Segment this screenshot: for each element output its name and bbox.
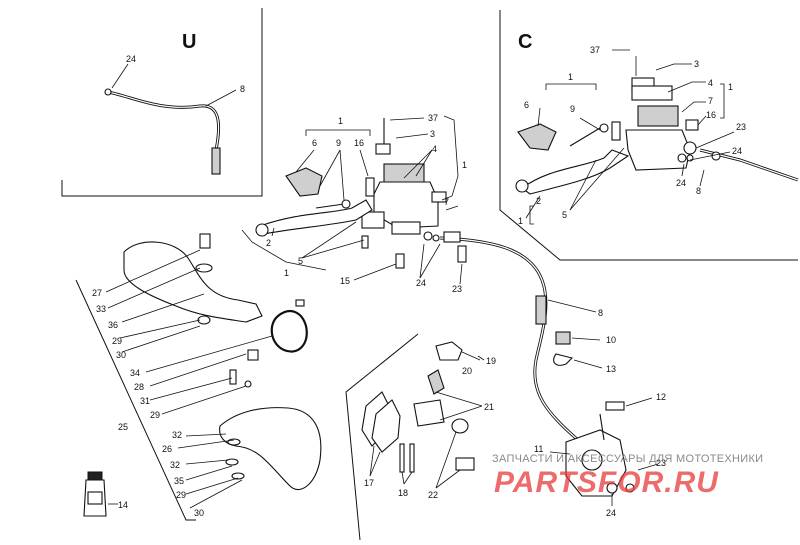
callout-17: 17 — [364, 478, 374, 488]
section-c-title: C — [518, 31, 532, 53]
callout-24: 24 — [416, 278, 426, 288]
lever-bracket-icon — [517, 123, 557, 151]
section-c-panel: C — [499, 10, 799, 261]
watermark: ЗАПЧАСТИ И АКСЕССУАРЫ ДЛЯ МОТОТЕХНИКИ PA… — [492, 453, 763, 499]
callout-2: 2 — [266, 238, 271, 248]
callout-1: 1 — [462, 160, 467, 170]
brake-pad-kit: 19 20 21 17 18 22 — [345, 333, 496, 541]
lever-bracket-icon — [285, 167, 323, 197]
callout-20: 20 — [462, 366, 472, 376]
callout-37: 37 — [590, 45, 600, 55]
main-lever-assembly: 1 37 3 6 9 16 4 1 7 2 5 1 15 — [241, 113, 467, 286]
section-u-title: U — [182, 31, 196, 53]
brake-hose-assembly: 24 23 8 — [416, 231, 603, 442]
callout-5: 5 — [298, 256, 303, 266]
callout-24: 24 — [732, 146, 742, 156]
callout-23: 23 — [656, 458, 666, 468]
callout-14: 14 — [118, 500, 128, 510]
callout-16: 16 — [706, 110, 716, 120]
nut-icon — [555, 331, 571, 345]
callout-6: 6 — [524, 100, 529, 110]
callout-19: 19 — [486, 356, 496, 366]
callout-32: 32 — [170, 460, 180, 470]
callout-24: 24 — [676, 178, 686, 188]
callout-25: 25 — [118, 422, 128, 432]
callout-8: 8 — [696, 186, 701, 196]
callout-4: 4 — [432, 144, 437, 154]
caliper-assembly: 10 13 12 11 23 24 — [534, 331, 666, 518]
callout-32: 32 — [172, 430, 182, 440]
callout-8: 8 — [598, 308, 603, 318]
hand-guard-assembly: 27 33 36 29 30 34 28 31 29 32 26 32 35 2… — [75, 233, 322, 521]
callout-22: 22 — [428, 490, 438, 500]
watermark-tagline: ЗАПЧАСТИ И АКСЕССУАРЫ ДЛЯ МОТОТЕХНИКИ — [492, 453, 763, 465]
callout-1: 1 — [284, 268, 289, 278]
callout-30: 30 — [194, 508, 204, 518]
callout-29: 29 — [112, 336, 122, 346]
callout-4: 4 — [708, 78, 713, 88]
callout-1: 1 — [728, 82, 733, 92]
callout-35: 35 — [174, 476, 184, 486]
callout-1: 1 — [518, 216, 523, 226]
callout-33: 33 — [96, 304, 106, 314]
callout-1: 1 — [338, 116, 343, 126]
callout-12: 12 — [656, 392, 666, 402]
callout-3: 3 — [694, 59, 699, 69]
callout-36: 36 — [108, 320, 118, 330]
callout-28: 28 — [134, 382, 144, 392]
callout-5: 5 — [562, 210, 567, 220]
pin-plug-icon — [455, 457, 475, 471]
callout-9: 9 — [336, 138, 341, 148]
callout-24: 24 — [606, 508, 616, 518]
callout-10: 10 — [606, 335, 616, 345]
banjo-bolt-icon — [104, 88, 112, 96]
callout-23: 23 — [736, 122, 746, 132]
spring-icon — [435, 341, 463, 361]
section-u-panel: U 24 8 — [61, 8, 263, 197]
callout-24: 24 — [126, 54, 136, 64]
callout-27: 27 — [92, 288, 102, 298]
callout-34: 34 — [130, 368, 140, 378]
callout-23: 23 — [452, 284, 462, 294]
callout-7: 7 — [708, 96, 713, 106]
callout-7: 7 — [444, 197, 449, 207]
callout-37: 37 — [428, 113, 438, 123]
callout-9: 9 — [570, 104, 575, 114]
hand-guard-upper-icon — [123, 241, 263, 323]
callout-18: 18 — [398, 488, 408, 498]
hose-clamp-icon — [553, 353, 574, 366]
callout-13: 13 — [606, 364, 616, 374]
callout-29: 29 — [176, 490, 186, 500]
callout-11: 11 — [534, 444, 543, 454]
watermark-logo: PARTSFOR.RU — [494, 466, 719, 499]
brake-lever-icon — [521, 149, 630, 195]
master-cylinder-icon — [625, 129, 691, 171]
reservoir-cap-icon — [383, 163, 425, 185]
callout-1: 1 — [568, 72, 573, 82]
callout-2: 2 — [536, 196, 541, 206]
callout-6: 6 — [312, 138, 317, 148]
hand-guard-lower-icon — [219, 407, 322, 491]
callout-26: 26 — [162, 444, 172, 454]
callout-31: 31 — [140, 396, 150, 406]
callout-29: 29 — [150, 410, 160, 420]
brake-lever-icon — [259, 199, 373, 235]
hose-fitting-icon — [211, 147, 221, 175]
brake-pad-icon — [371, 399, 401, 453]
callout-16: 16 — [354, 138, 364, 148]
callout-8: 8 — [240, 84, 245, 94]
callout-15: 15 — [340, 276, 350, 286]
callout-3: 3 — [430, 129, 435, 139]
callout-21: 21 — [484, 402, 494, 412]
callout-30: 30 — [116, 350, 126, 360]
